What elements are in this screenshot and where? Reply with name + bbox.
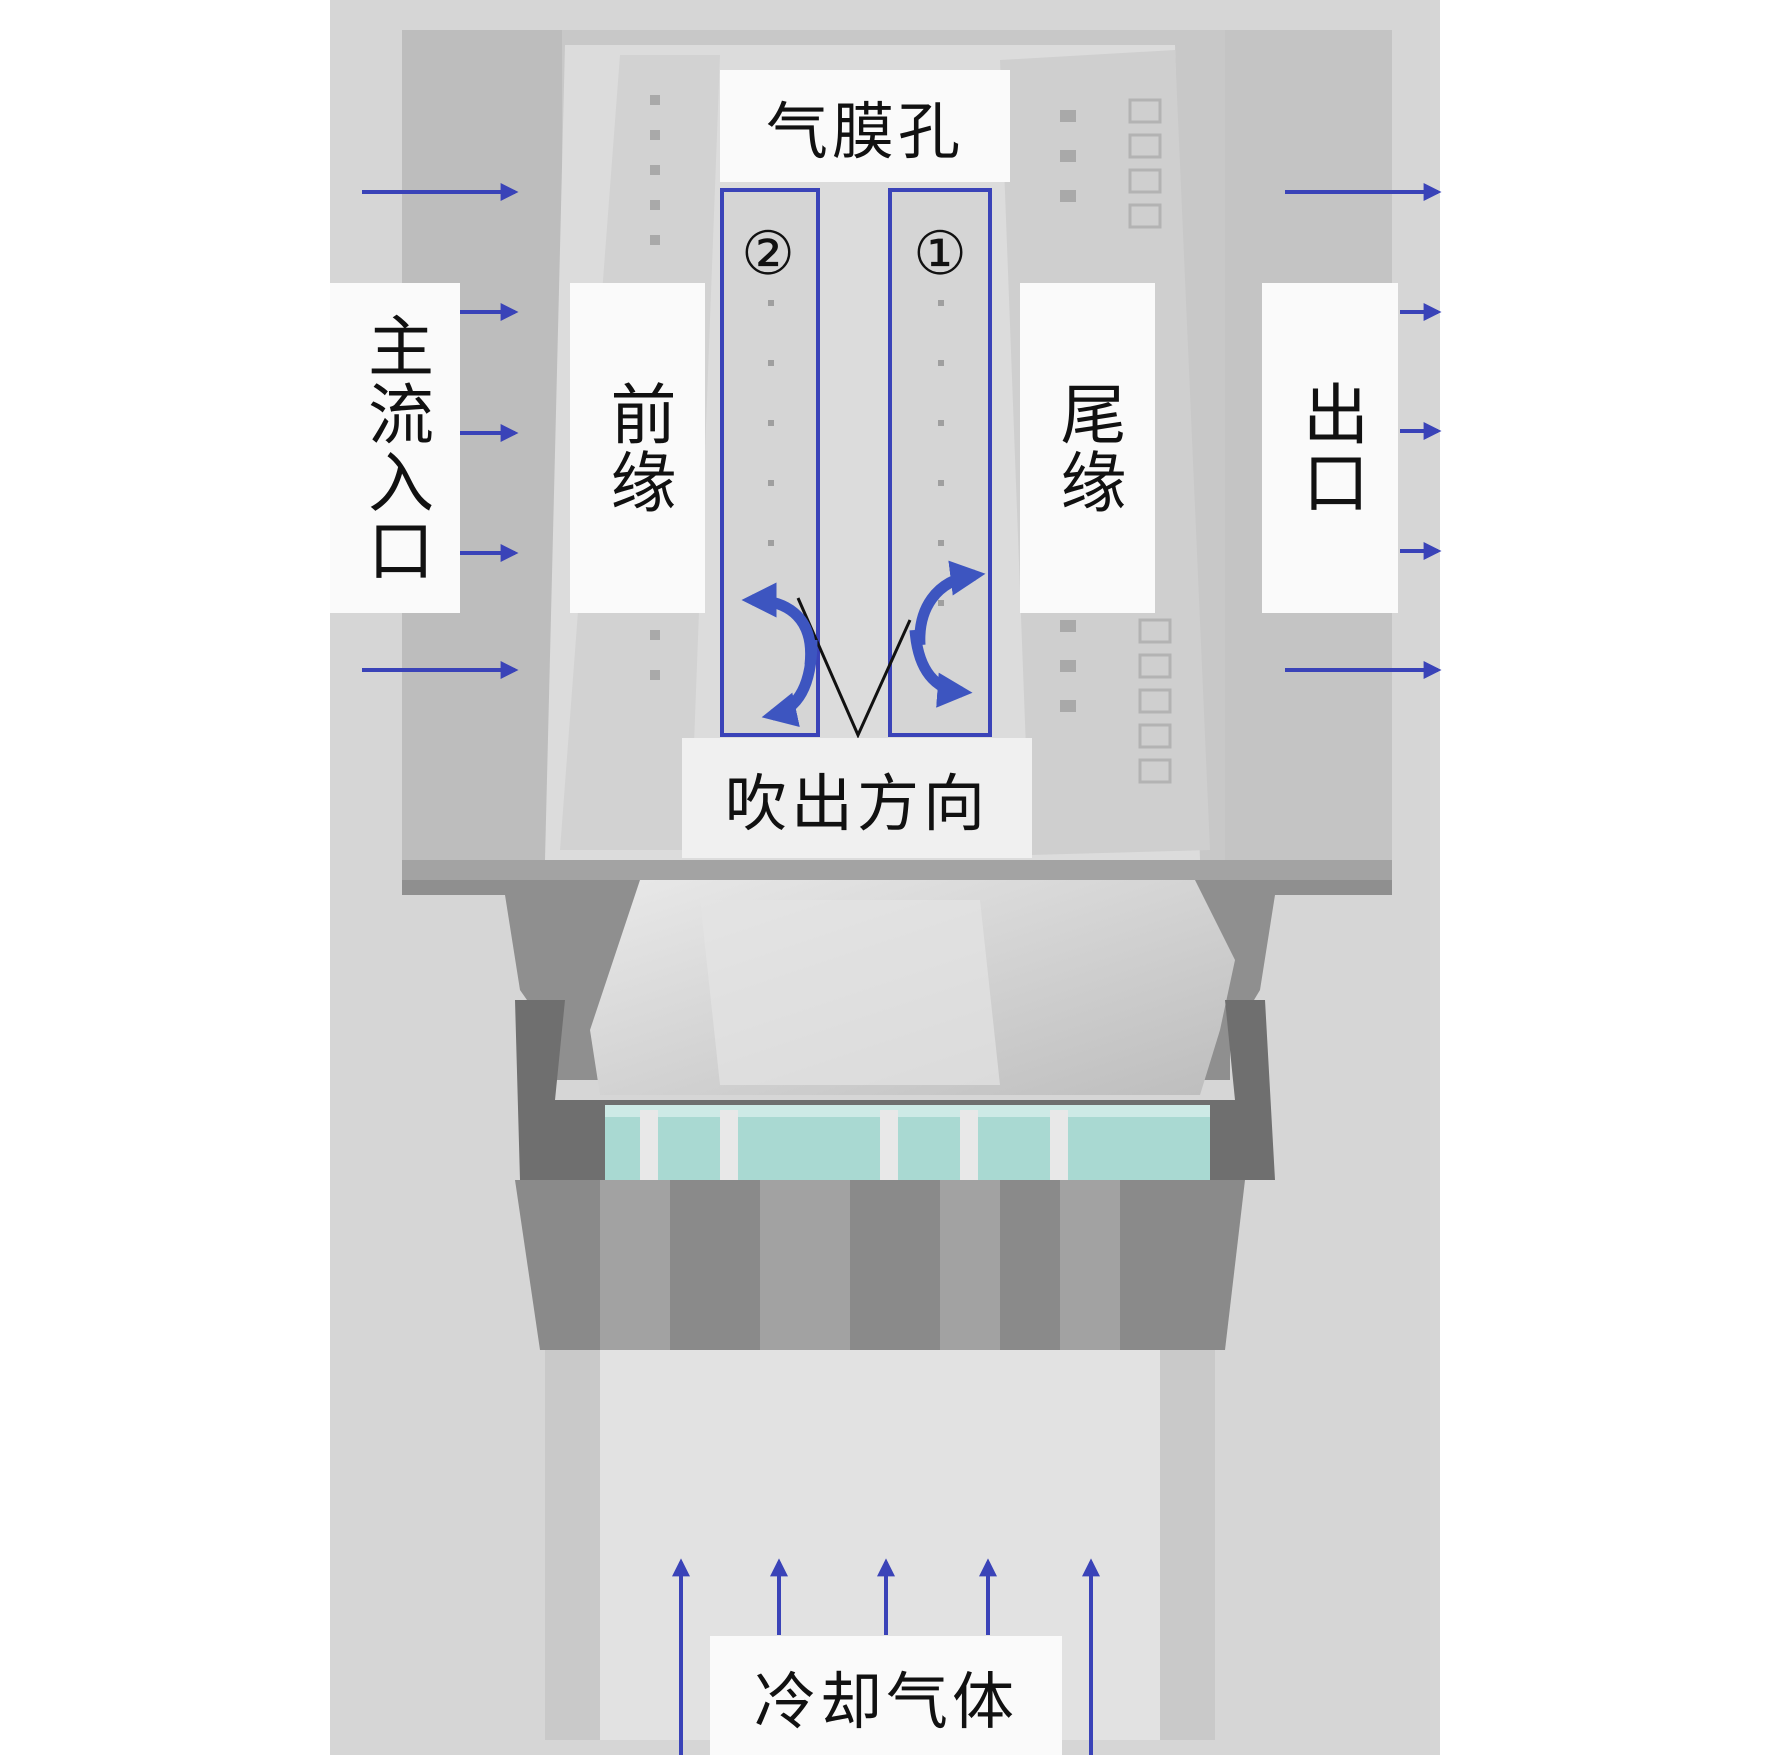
- film-holes-label: 气膜孔: [720, 70, 1010, 182]
- row-2-marker: ②: [741, 219, 795, 289]
- inlet-arrows: [362, 183, 519, 679]
- curved-arrow-icon: [761, 639, 818, 727]
- cooling-channel-edge: [605, 1105, 1210, 1117]
- coolant-duct-left-wall: [545, 1350, 600, 1740]
- cavity-shading: [700, 900, 1000, 1085]
- blowing-direction-label: 吹出方向: [682, 738, 1032, 858]
- row-1-marker: ①: [913, 219, 967, 289]
- root-stripes: [600, 1180, 1120, 1350]
- channel-ribs: [640, 1110, 1068, 1185]
- curved-arrow-icon: [909, 629, 973, 708]
- leading-edge-label: 前缘: [570, 283, 705, 613]
- trailing-edge-label: 尾缘: [1020, 283, 1155, 613]
- film-hole-marks: [650, 95, 1076, 712]
- trailing-slots: [1128, 98, 1172, 784]
- blowing-direction-lines: [796, 597, 912, 739]
- outlet-arrows: [1285, 183, 1442, 679]
- coolant-duct-right-wall: [1160, 1350, 1215, 1740]
- outlet-label: 出口: [1262, 283, 1398, 613]
- platform-top: [402, 860, 1392, 880]
- cooling-gas-label: 冷却气体: [710, 1636, 1062, 1755]
- coolant-arrows: [672, 1558, 1100, 1755]
- cooling-channel-band: [605, 1105, 1210, 1185]
- film-hole-row-2: [720, 188, 820, 737]
- film-hole-row-1: [888, 188, 992, 737]
- mainstream-inlet-label: 主流入口: [330, 283, 460, 613]
